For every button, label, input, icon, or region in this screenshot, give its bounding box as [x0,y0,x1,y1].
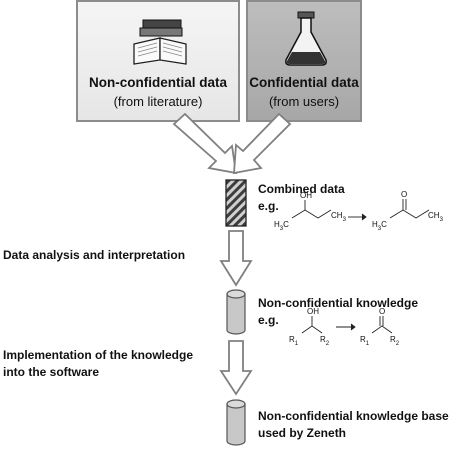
right-box-title: Confidential data [249,75,359,90]
arrow-down-2 [219,340,253,396]
combined-data-title: Combined data [258,182,345,196]
arrow-down-1 [219,230,253,287]
implementation-label-line1: Implementation of the knowledge [3,348,194,362]
books-icon [133,19,187,65]
oh-label-2: OH [307,307,319,316]
knowledge-cylinder [226,289,246,335]
r1-label-2: R1 [360,335,370,347]
flask-icon [285,11,327,66]
o-label-2: O [379,307,385,316]
r2-label-1: R2 [320,335,330,347]
confidential-data-box: Confidential data (from users) [246,0,362,122]
ch3-label-1: CH3 [331,211,347,223]
knowledge-base-cylinder [226,399,246,446]
arrow-left-to-combined [172,112,238,175]
left-box-subtitle: (from literature) [113,94,203,109]
ch3-label-2: CH3 [428,211,444,223]
oh-label-1: OH [300,191,312,200]
reaction-scheme-1 [291,199,430,221]
combined-data-hatched-box [225,179,247,227]
knowledge-title: Non-confidential knowledge [258,296,419,310]
implementation-label-line2: into the software [3,365,100,379]
reaction-scheme-2 [301,316,393,334]
knowledge-base-label-line2: used by Zeneth [258,426,347,440]
knowledge-base-label-line1: Non-confidential knowledge base [258,409,449,423]
analysis-step-label: Data analysis and interpretation [3,248,186,262]
knowledge-eg: e.g. [258,313,279,327]
right-box-subtitle: (from users) [268,94,340,109]
h3c-label-2: H3C [372,220,387,232]
o-label-1: O [401,190,407,199]
r2-label-2: R2 [390,335,400,347]
h3c-label-1: H3C [274,220,289,232]
left-box-title: Non-confidential data [89,75,227,90]
r1-label-1: R1 [289,335,299,347]
combined-data-eg: e.g. [258,199,279,213]
arrow-right-to-combined [233,112,292,175]
non-confidential-data-box: Non-confidential data (from literature) [76,0,240,122]
